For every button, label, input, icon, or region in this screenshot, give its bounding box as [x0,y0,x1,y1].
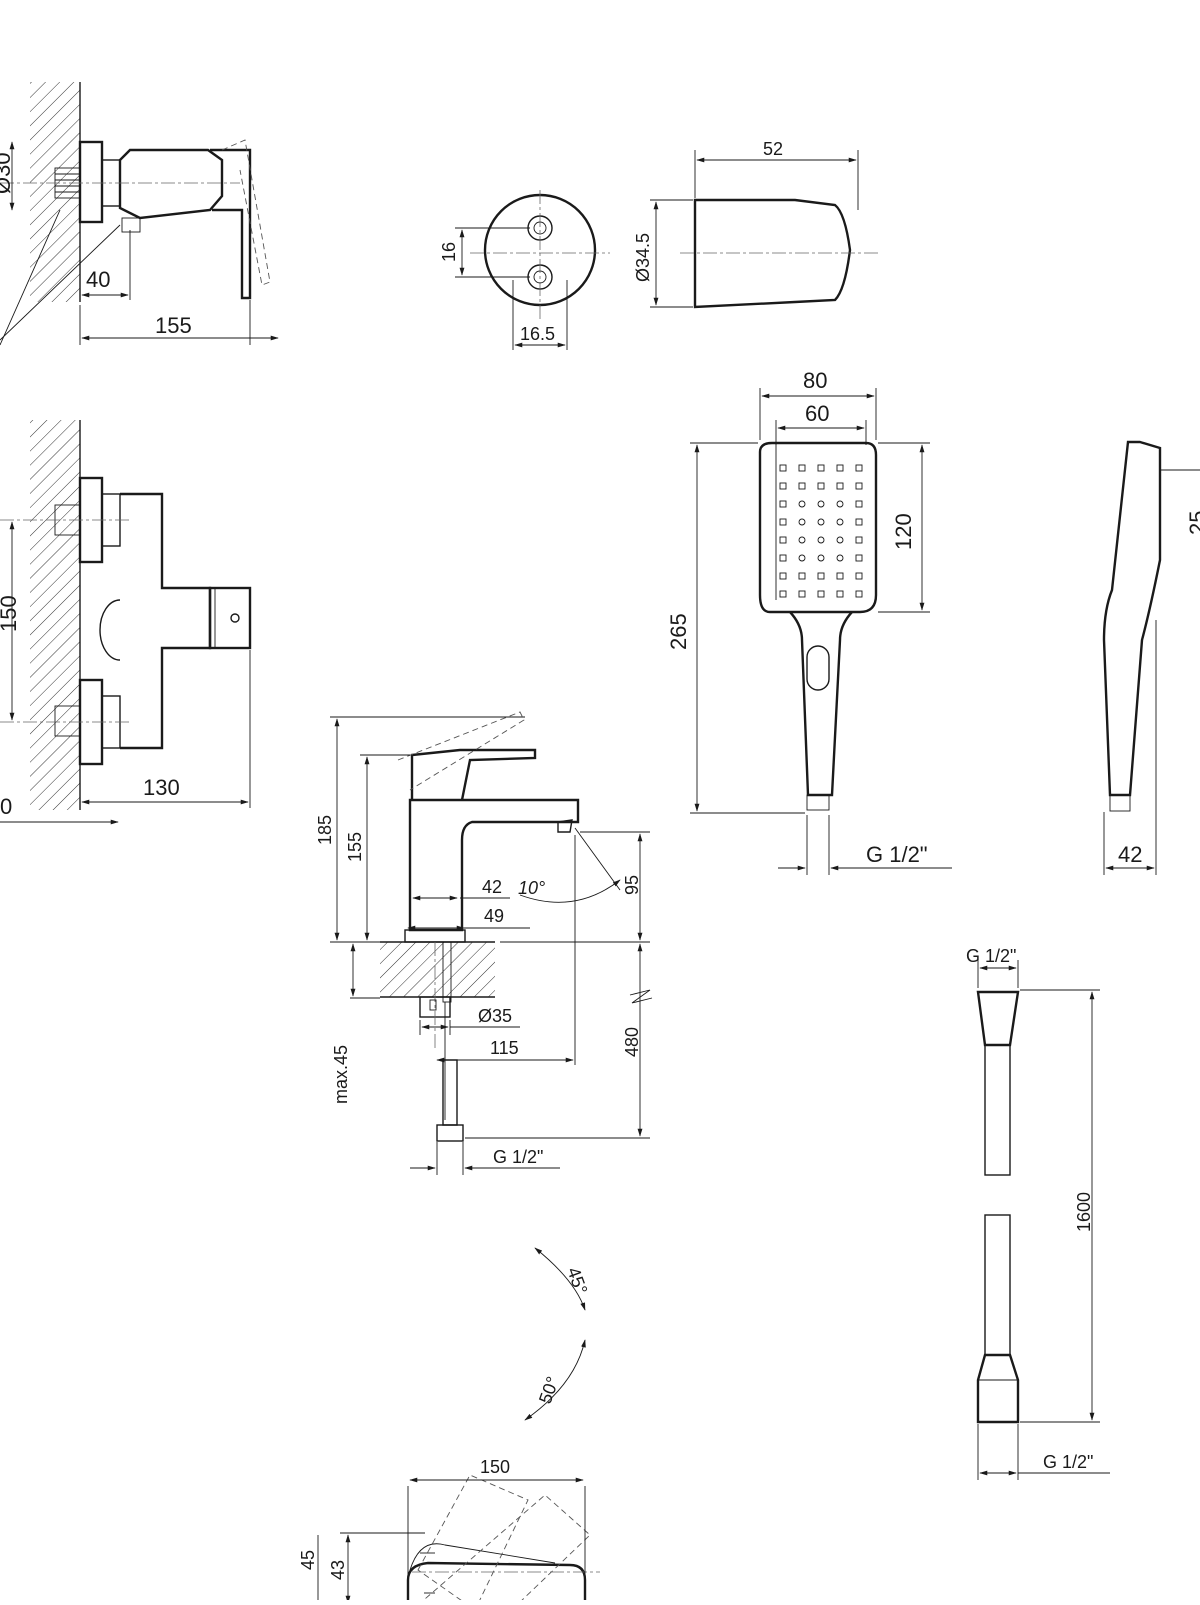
nozzle [779,590,787,598]
basin-mixer-hot-angle: 45° [563,1265,591,1297]
nozzle [798,572,806,580]
wall-mixer-side-view: 155 40 Ø30 [0,82,279,346]
hand-shower-face-width-dim: 60 [805,401,829,426]
nozzle [855,518,863,526]
basin-mixer-total-height-dim: 185 [315,815,335,845]
nozzle [836,482,844,490]
nozzle [779,572,787,580]
hand-shower-side-cut-dim: 25 [1185,511,1200,535]
nozzle [817,554,825,562]
nozzle [836,536,844,544]
wall-mixer-edge-dim: 0 [0,794,12,819]
shower-hose: G 1/2" 1600 G 1/2" [966,946,1110,1480]
nozzle [855,572,863,580]
hose-bottom-thread: G 1/2" [1043,1452,1093,1472]
nozzle [836,554,844,562]
basin-mixer-width-dim: 43 [328,1560,348,1580]
basin-mixer-length-dim: 150 [480,1457,510,1477]
nozzle [836,518,844,526]
nozzle [779,482,787,490]
nozzle [779,518,787,526]
basin-mixer-spout-drop-dim: 95 [622,875,642,895]
nozzle [779,554,787,562]
hand-shower-nozzle-grid [779,464,863,598]
wall-mixer-top-view: 150 130 0 [0,420,252,825]
holder-hole-offset-dim: 16.5 [520,324,555,344]
basin-mixer-spout-height-dim: 155 [345,832,365,862]
nozzle [817,464,825,472]
nozzle [798,518,806,526]
basin-mixer-width-cut-dim: 45 [298,1550,318,1570]
wall-mixer-depth-dim: 155 [155,313,192,338]
nozzle [836,464,844,472]
nozzle [855,590,863,598]
holder-hole-spacing-dim: 16 [439,242,459,262]
wall-mixer-spacing-dim: 150 [0,595,21,632]
nozzle [855,482,863,490]
nozzle [779,464,787,472]
nozzle [817,518,825,526]
nozzle [855,500,863,508]
holder-side-view: 52 Ø34.5 [633,139,880,309]
basin-mixer-body-width-dim: 49 [484,906,504,926]
nozzle [779,500,787,508]
wall-mixer-height-dim: Ø30 [0,152,15,194]
hose-top-thread: G 1/2" [966,946,1016,966]
nozzle [817,482,825,490]
basin-mixer-reach-dim: 115 [490,1038,519,1058]
nozzle [836,572,844,580]
nozzle [817,590,825,598]
nozzle [798,536,806,544]
hose-length-dim: 1600 [1074,1192,1094,1232]
nozzle [779,536,787,544]
basin-mixer-top-view: 45° 50° 43 45 150 [298,1247,600,1605]
wall-mixer-top-depth-dim: 130 [143,775,180,800]
hand-shower-front-view: 80 60 120 265 G 1/2" [666,368,952,875]
nozzle [798,590,806,598]
hand-shower-width-dim: 80 [803,368,827,393]
hand-shower-side-view: 42 25 [1102,440,1200,875]
basin-mixer-tilt-angle: 10° [518,878,545,898]
nozzle [836,590,844,598]
nozzle [817,500,825,508]
hand-shower-face-height-dim: 120 [891,513,916,550]
nozzle [798,482,806,490]
nozzle [798,554,806,562]
nozzle [817,572,825,580]
hand-shower-length-dim: 265 [666,613,691,650]
hand-shower-thread: G 1/2" [866,842,928,867]
basin-mixer-cold-angle: 50° [535,1374,563,1406]
basin-mixer-thread: G 1/2" [493,1147,543,1167]
nozzle [836,500,844,508]
basin-mixer-fixing-dim: Ø35 [478,1006,512,1026]
hand-shower-depth-dim: 42 [1118,842,1142,867]
nozzle [798,500,806,508]
nozzle [817,536,825,544]
nozzle [855,554,863,562]
nozzle [855,464,863,472]
nozzle [855,536,863,544]
nozzle [798,464,806,472]
wall-mixer-offset-dim: 40 [86,267,110,292]
basin-mixer-hose-length-dim: 480 [622,1027,642,1057]
basin-mixer-side-view: 185 155 42 49 10° 95 Ø35 115 max.45 [315,711,653,1175]
holder-front-view: 16 16.5 [439,190,610,350]
basin-mixer-max-deck-dim: max.45 [331,1045,351,1104]
holder-length-dim: 52 [763,139,783,159]
holder-diameter-dim: Ø34.5 [633,233,653,282]
basin-mixer-handle-width-dim: 42 [482,877,502,897]
